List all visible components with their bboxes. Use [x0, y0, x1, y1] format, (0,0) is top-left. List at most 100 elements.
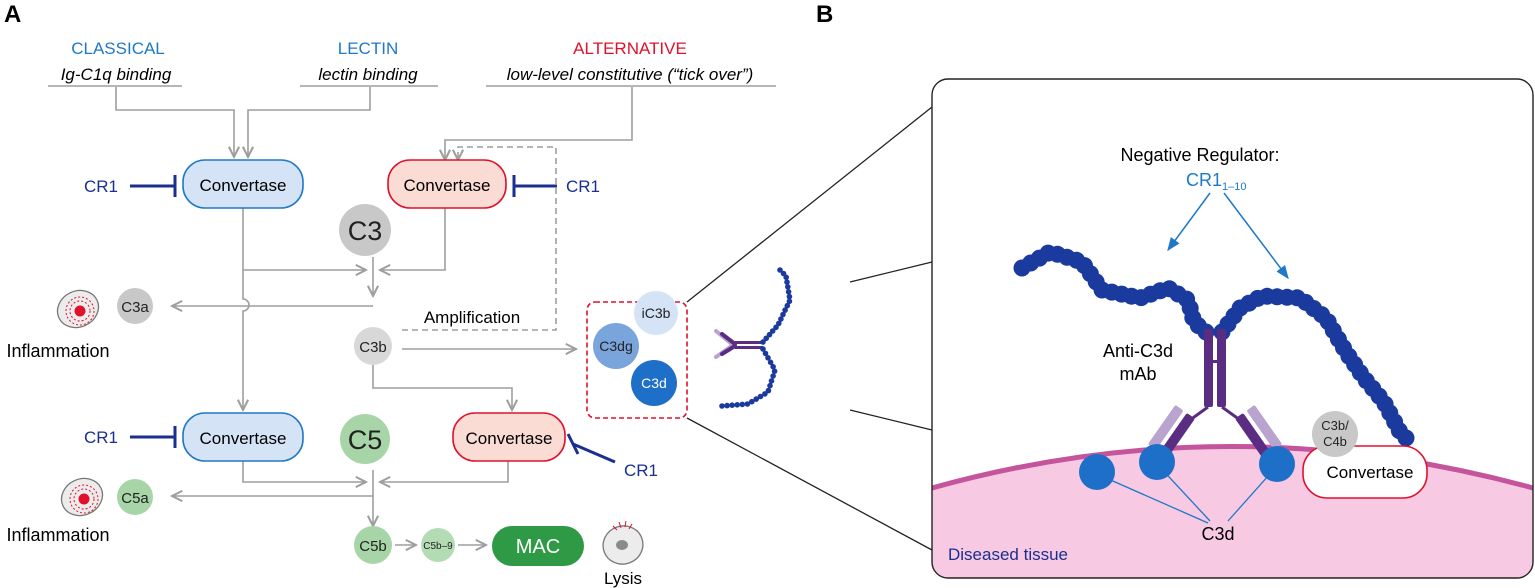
svg-text:C3: C3 [348, 216, 383, 246]
lectin-pathway-trigger: lectin binding [318, 65, 418, 84]
cr1-bead [744, 401, 751, 407]
small-antibody-icon [714, 329, 763, 359]
cr1-bead [734, 402, 740, 408]
svg-text:iC3b: iC3b [642, 305, 671, 321]
cr1-bead [784, 302, 791, 309]
membrane-convertase: Convertase [1302, 445, 1428, 499]
cr1-bead [778, 316, 784, 322]
cr1-bead [770, 373, 776, 379]
cr1-bead [724, 402, 730, 409]
cell-membrane [932, 444, 1533, 491]
c3b-c4b-node: C3b/ C4b [1312, 411, 1358, 457]
cr1-bead [784, 279, 790, 285]
inflammation-cell-icon [60, 477, 104, 517]
antibody-label-line1: Anti-C3d [1103, 341, 1173, 361]
cr1-bead [771, 368, 778, 375]
c3-node: C3 [339, 204, 391, 256]
cr1-bead [719, 403, 725, 409]
cr1-label: CR1 [624, 461, 658, 480]
cr1-bead [1397, 429, 1415, 447]
anti-c3d-antibody [1148, 329, 1282, 458]
convertase-label: Convertase [466, 429, 553, 448]
c5b9-node: C5b–9 [421, 528, 455, 562]
c5a-node: C5a [117, 479, 153, 515]
convertase-label: Convertase [404, 176, 491, 195]
cr1-bead [753, 396, 759, 402]
lysed-cell-icon [602, 520, 644, 565]
svg-text:C5a: C5a [121, 490, 149, 507]
cr1-inhibition-lines [130, 175, 616, 464]
cr1-bead [785, 289, 792, 295]
cr1-bead [770, 363, 776, 370]
svg-text:C3dg: C3dg [599, 338, 632, 354]
antibody-label-line2: mAb [1119, 364, 1156, 384]
inflammation-cell-icon [56, 289, 100, 329]
svg-text:C3a: C3a [121, 299, 149, 316]
panel-b-label: B [816, 1, 833, 28]
regulator-arrows [1167, 192, 1289, 280]
cr1-bead [766, 331, 773, 338]
svg-text:C3d: C3d [641, 375, 667, 391]
lectin-pathway-title: LECTIN [338, 39, 398, 58]
svg-text:MAC: MAC [516, 536, 560, 558]
cr1-bead [762, 350, 769, 357]
cr1-bead [763, 335, 769, 342]
cr1-bead [782, 307, 788, 313]
svg-text:C4b: C4b [1323, 434, 1347, 449]
cr1-bead [769, 328, 776, 334]
cr1-bead [765, 387, 772, 394]
alternative-pathway-trigger: low-level constitutive (“tick over”) [507, 65, 754, 84]
cr1-bead [757, 393, 764, 400]
c3d-membrane-proteins [1079, 444, 1295, 524]
small-cr1-chain [719, 267, 793, 409]
cr1-bead-chain [1013, 244, 1415, 447]
cr1-bead [749, 398, 755, 405]
cr1-bead [768, 378, 775, 384]
classical-c3-convertase: Convertase [182, 159, 304, 209]
cr1-bead [777, 267, 783, 273]
cr1-label: CR1 [566, 177, 600, 196]
convertase-label: Convertase [200, 176, 287, 195]
cr1-label: CR1 [84, 428, 118, 447]
c3a-node: C3a [117, 288, 153, 324]
svg-text:C3b: C3b [359, 339, 387, 356]
zoom-panel-frame [931, 78, 1534, 579]
panel-a-label: A [4, 1, 21, 28]
alternative-c3-convertase: Convertase [387, 159, 507, 209]
cr1-bead [762, 391, 768, 397]
svg-text:C5b–9: C5b–9 [423, 541, 453, 552]
cr1-bead [786, 293, 793, 300]
cr1-label: CR1 [84, 177, 118, 196]
cr1-regulator-label: CR11–10 [1186, 170, 1247, 193]
cr1-bead [780, 270, 787, 277]
cr1-bead [760, 346, 766, 352]
c3d-fragment: C3d [631, 360, 677, 406]
cr1-bead [760, 339, 766, 345]
classical-pathway-trigger: Ig-C1q binding [61, 65, 172, 84]
cr1-bead [773, 324, 779, 331]
cr1-bead [765, 355, 771, 361]
c5-node: C5 [340, 414, 390, 464]
ic3b-fragment: iC3b [634, 291, 678, 335]
c3d-label: C3d [1201, 524, 1234, 544]
svg-text:Convertase: Convertase [1327, 463, 1414, 482]
cr1-bead [776, 320, 782, 327]
negative-regulator-label: Negative Regulator: [1120, 145, 1279, 165]
lysis-label: Lysis [604, 569, 642, 588]
classical-pathway-title: CLASSICAL [71, 39, 165, 58]
svg-text:C5: C5 [348, 425, 383, 455]
inflammation-label: Inflammation [6, 525, 109, 545]
inflammation-label: Inflammation [6, 341, 109, 361]
cr1-bead [729, 402, 735, 409]
svg-text:C3b/: C3b/ [1321, 418, 1349, 433]
c3dg-fragment: C3dg [593, 323, 639, 369]
pathway-arrows [115, 87, 633, 545]
svg-text:C5b: C5b [359, 538, 387, 555]
alternative-c5-convertase: Convertase [452, 412, 566, 462]
c5b-node: C5b [354, 526, 392, 564]
zoom-lines [686, 106, 933, 551]
mac-node: MAC [492, 526, 584, 566]
cr1-bead [780, 311, 786, 318]
c3b-node: C3b [354, 327, 392, 365]
